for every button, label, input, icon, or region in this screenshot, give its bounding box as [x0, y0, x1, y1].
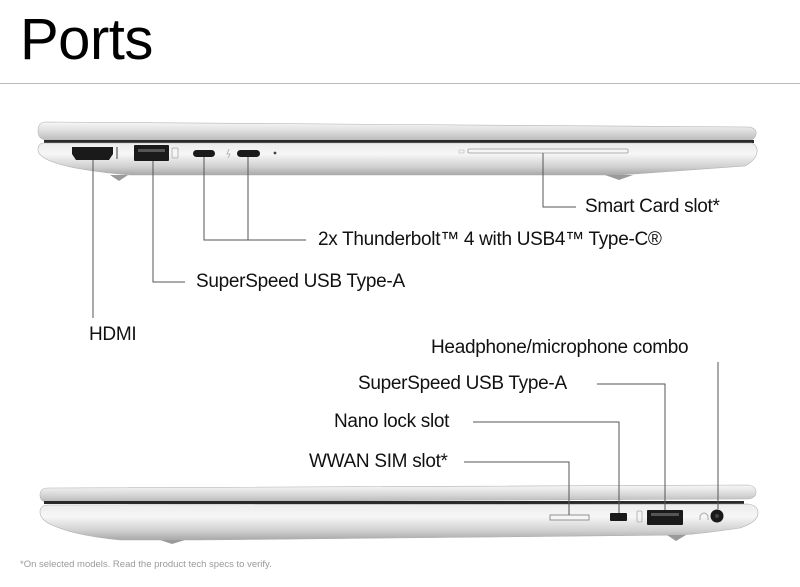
lid — [37, 121, 757, 142]
footnote: *On selected models. Read the product te… — [20, 559, 272, 570]
laptop-left-side — [37, 121, 758, 181]
thunderbolt-icon — [226, 148, 231, 159]
usb-icon — [636, 510, 643, 523]
page-title: Ports — [20, 7, 153, 72]
hinge-gap — [44, 140, 754, 143]
lid — [39, 484, 757, 503]
label-thunderbolt: 2x Thunderbolt™ 4 with USB4™ Type-C® — [318, 229, 662, 250]
headphone-icon — [699, 512, 709, 520]
status-led — [273, 151, 277, 155]
label-headphone-combo: Headphone/microphone combo — [431, 337, 689, 358]
label-smart-card-slot: Smart Card slot* — [585, 196, 720, 217]
label-usb-a-right: SuperSpeed USB Type-A — [358, 373, 567, 394]
leader-thunderbolt — [203, 157, 306, 241]
hdmi-icon — [116, 147, 118, 159]
foot — [605, 175, 633, 180]
usb-a-port — [647, 510, 683, 525]
wwan-sim-slot — [549, 514, 590, 521]
hdmi-port — [72, 147, 113, 160]
label-nano-lock-slot: Nano lock slot — [334, 411, 450, 432]
title-divider — [0, 83, 800, 84]
foot — [160, 540, 185, 544]
usb-icon — [171, 147, 179, 159]
foot — [110, 175, 128, 181]
label-hdmi: HDMI — [89, 324, 137, 345]
thunderbolt-port-1 — [193, 150, 215, 157]
base — [39, 503, 759, 541]
smart-card-slot — [467, 148, 629, 154]
hinge-gap — [44, 501, 744, 504]
leader-usb-a — [597, 383, 666, 510]
laptop-right-side — [39, 484, 759, 544]
usb-a-port — [134, 145, 169, 161]
leader-lines-bottom — [464, 362, 719, 515]
nano-lock-slot — [610, 513, 627, 521]
label-usb-a-left: SuperSpeed USB Type-A — [196, 271, 405, 292]
leader-smart-card — [542, 153, 576, 208]
leader-usb-a — [152, 161, 185, 283]
leader-lines-top — [92, 153, 576, 318]
leader-wwan-sim — [464, 461, 570, 515]
thunderbolt-port-2 — [237, 150, 260, 157]
label-wwan-sim-slot: WWAN SIM slot* — [309, 451, 448, 472]
leader-nano-lock — [473, 421, 620, 513]
smart-card-icon — [458, 149, 465, 154]
foot — [667, 535, 686, 541]
